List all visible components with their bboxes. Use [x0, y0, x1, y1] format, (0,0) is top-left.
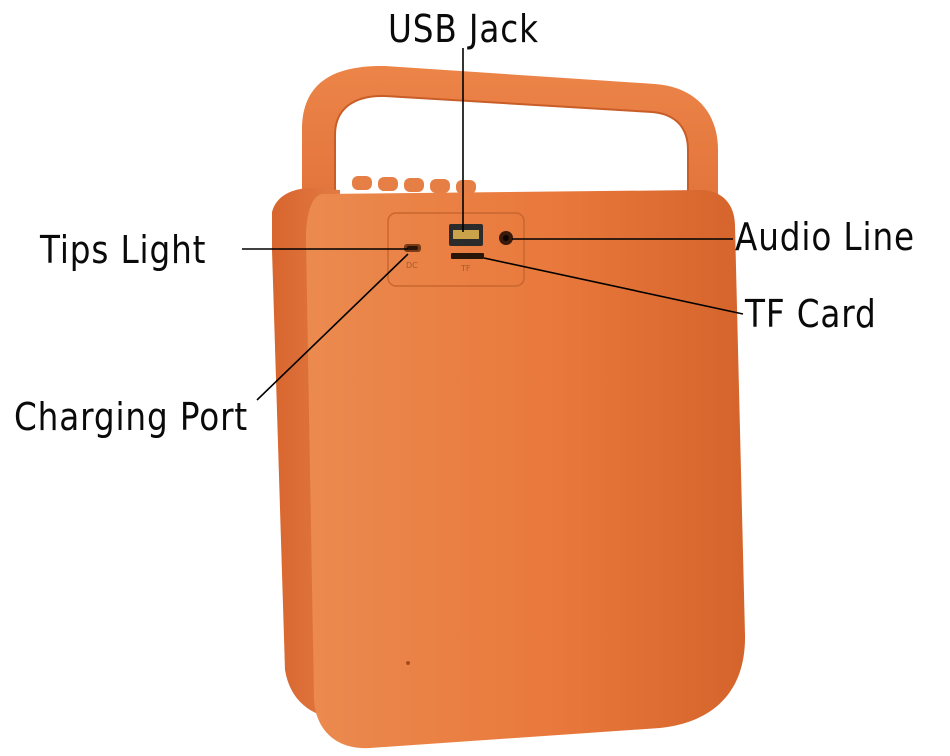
- audio-line-jack-inner: [503, 235, 509, 241]
- speaker-front: [306, 190, 746, 749]
- top-buttons: [352, 176, 476, 194]
- top-button-3[interactable]: [404, 178, 424, 192]
- usb-jack-contacts: [453, 230, 479, 239]
- tf-card-leader: [483, 257, 744, 315]
- tips-light: [407, 246, 418, 250]
- top-button-2[interactable]: [378, 177, 398, 191]
- dc-mark: DC: [406, 261, 418, 270]
- top-button-5[interactable]: [456, 180, 476, 194]
- tf-mark: TF: [460, 264, 471, 273]
- charging-port-leader: [256, 253, 409, 401]
- handle: [302, 65, 718, 215]
- leader-lines: [242, 48, 744, 401]
- charging-port-label: Charging Port: [14, 395, 249, 439]
- usb-jack-label: USB Jack: [388, 7, 539, 51]
- tf-card-label: TF Card: [745, 292, 877, 336]
- top-button-1[interactable]: [352, 176, 372, 190]
- tf-card-slot[interactable]: [451, 253, 484, 259]
- audio-line-label: Audio Line: [735, 215, 915, 259]
- handle-inner-shadow: [334, 94, 689, 215]
- tips-light-label: Tips Light: [40, 228, 207, 272]
- top-button-4[interactable]: [430, 179, 450, 193]
- mic-hole: [406, 661, 410, 665]
